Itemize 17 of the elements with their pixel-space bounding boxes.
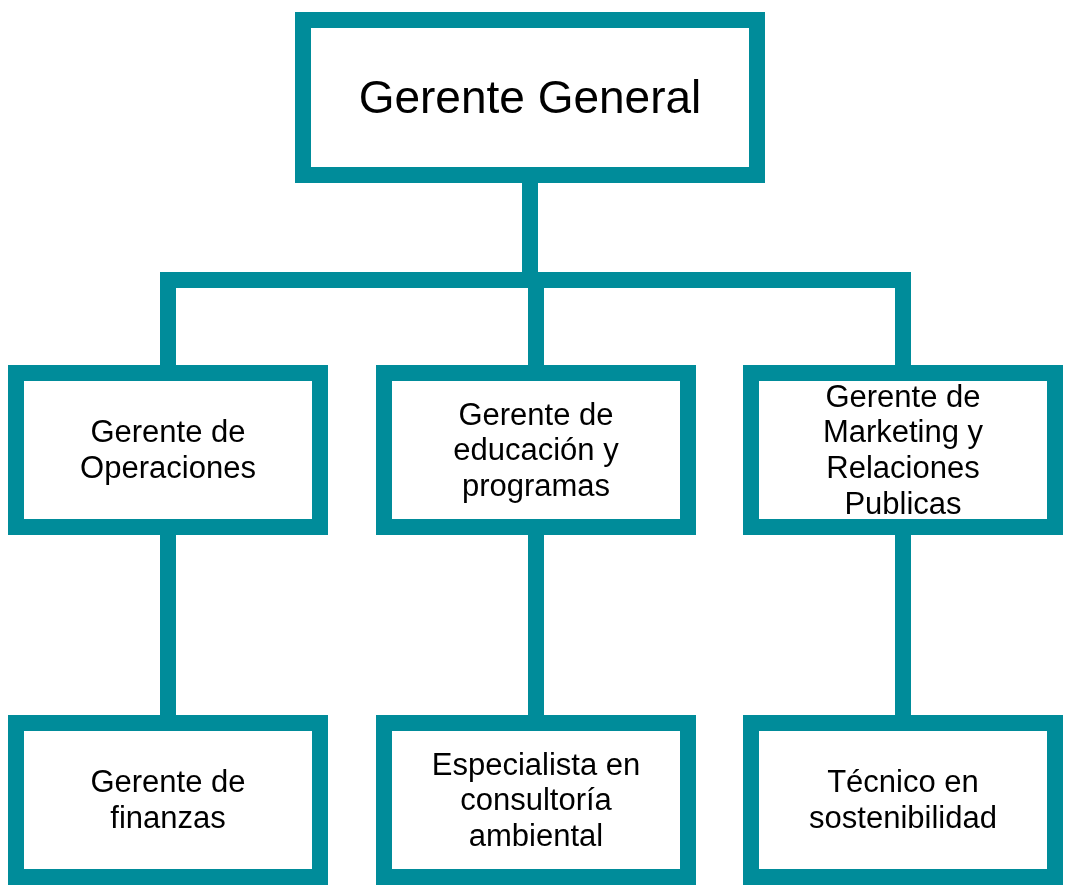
- position-title: Especialista en consultoría ambiental: [430, 746, 642, 854]
- position-title: Gerente de educación y programas: [452, 396, 620, 504]
- org-box: [743, 715, 1063, 885]
- position-title: Gerente General: [358, 71, 702, 124]
- position-title: Gerente de Operaciones: [79, 414, 257, 486]
- org-box: [8, 365, 328, 535]
- org-box: [295, 12, 765, 183]
- org-box: [376, 715, 696, 885]
- position-title: Técnico en sostenibilidad: [808, 764, 998, 836]
- connector-line: [895, 535, 911, 715]
- org-box: [743, 365, 1063, 535]
- org-box: [376, 365, 696, 535]
- connector-line: [160, 535, 176, 715]
- position-title: Gerente de Marketing y Relaciones Publicas: [821, 378, 985, 522]
- org-box: [8, 715, 328, 885]
- position-title: Gerente de finanzas: [89, 764, 247, 836]
- connector-line: [528, 535, 544, 715]
